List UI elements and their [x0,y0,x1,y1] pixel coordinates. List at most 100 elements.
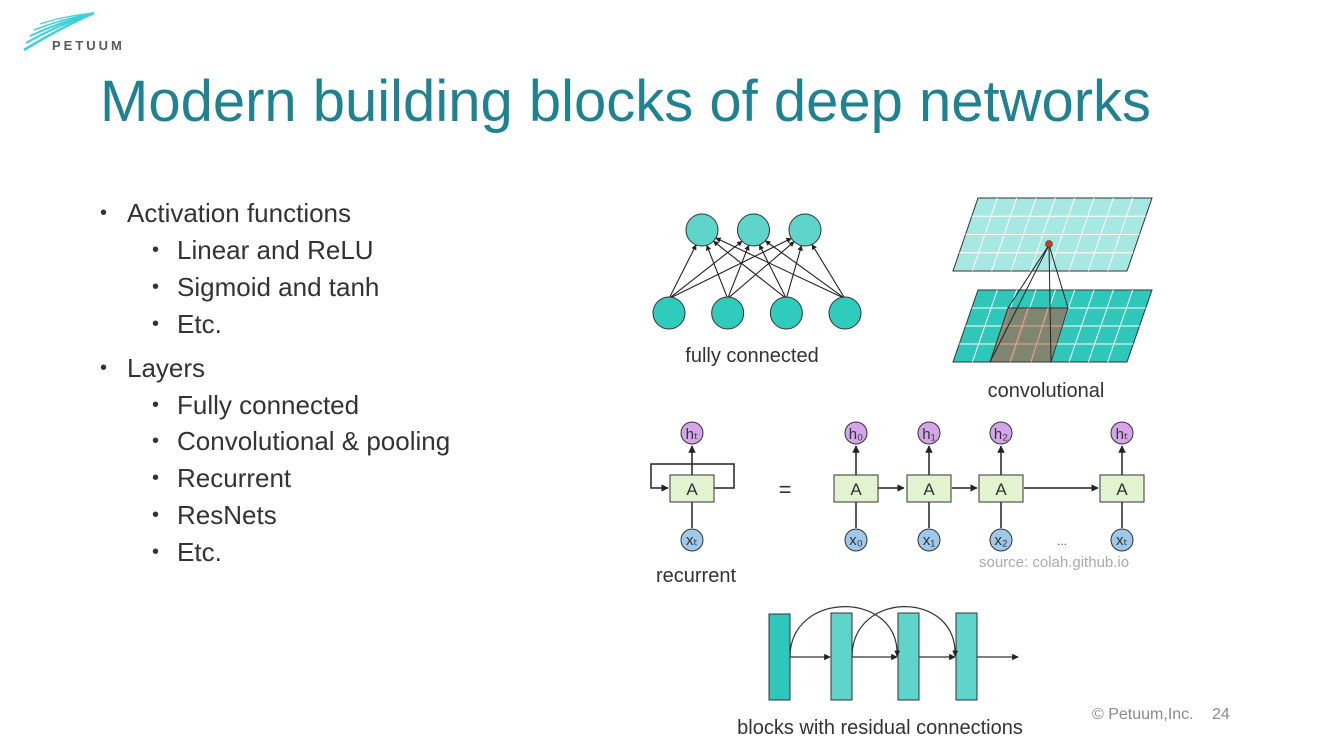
sub-bullet-label: Recurrent [177,463,292,493]
fc-connection [712,240,787,300]
fc-output-node [685,213,719,247]
grid-line [1068,197,1095,272]
grid-line [991,197,1018,272]
fc-connection [727,241,795,300]
page-number: 24 [1212,706,1230,723]
fc-connection [811,243,846,299]
sub-bullet-label: Etc. [177,537,222,567]
rnn-cell-label: A [686,480,698,499]
bullet-dot: • [152,313,160,335]
source-credit: source: colah.github.io [979,554,1129,571]
residual-block [768,613,791,701]
bullet-dot: • [100,357,108,379]
h-node-label: hₜ [1116,426,1129,443]
grid-line [1010,197,1037,272]
unrolled-step: A h₀ x₀ [833,421,879,552]
fc-connection [764,240,846,300]
rnn-cell [906,474,952,503]
rnn-cell [669,474,715,503]
fc-connection [668,244,697,299]
fc-input-node [711,296,745,330]
skip-connection-arrow [851,606,959,658]
x-node [844,528,868,552]
fc-output-node [737,213,770,247]
grid-line [1068,289,1095,363]
fc-output-node [788,213,822,247]
residual-block [955,612,978,701]
receptive-field-grid [997,307,1062,363]
convolutional-caption: convolutional [988,380,1105,402]
rnn-cell-label: A [850,480,862,499]
h-node [844,421,868,445]
bullet-dot: • [152,394,160,416]
recurrent-rolled-diagram: A hₜ xₜ [650,421,735,552]
unrolled-step: A h₁ x₁ [906,421,952,552]
residual-caption: blocks with residual connections [737,717,1023,739]
fc-input-node [652,296,686,330]
fc-connection [705,244,729,299]
fc-connection [727,244,750,299]
h-node-label: h₁ [922,426,935,443]
rnn-cell-label: A [923,480,935,499]
fc-connection [715,237,846,300]
fc-connection [785,245,803,299]
grid-line [971,197,998,272]
sub-bullet-label: ResNets [177,500,277,530]
grid-line [1107,197,1134,272]
equals-sign: = [779,477,792,502]
residual-block [897,612,920,701]
fc-input-node [828,296,862,330]
unrolled-step: A hₜ xₜ [1099,421,1145,552]
sub-bullet-label: Convolutional & pooling [177,426,451,456]
logo-swoosh-icon [23,11,95,52]
grid-line [1049,197,1076,272]
sub-bullet-label: Fully connected [177,390,360,420]
x-node-label: xₜ [1116,532,1128,549]
bullet-label: Activation functions [127,198,352,228]
x-node [1110,528,1134,552]
rnn-cell [1099,474,1145,503]
unrolled-step: A h₂ x₂ [978,421,1024,552]
x-node-label: x₁ [923,532,936,549]
h-node [989,421,1013,445]
output-neuron [1045,240,1053,248]
bullet-dot: • [152,504,160,526]
h-node-label: hₜ [686,426,699,443]
skip-connection-arrow [789,606,901,658]
bullet-dot: • [152,276,160,298]
copyright: © Petuum,Inc. [1092,706,1194,723]
fc-connection [668,237,792,300]
x-node-label: x₂ [994,532,1008,549]
x-node-label: x₀ [849,532,863,549]
rnn-cell-label: A [995,480,1007,499]
projection-lines [989,244,1069,363]
sub-bullet-label: Linear and ReLU [177,235,374,265]
x-node [680,528,704,552]
residual-diagram [768,606,1019,701]
grid-line [1087,289,1114,363]
bullet-dot: • [100,202,108,224]
bullet-dot: • [152,239,160,261]
h-node [1110,421,1134,445]
slide-title: Modern building blocks of deep networks [100,69,1152,134]
bullet-dot: • [152,541,160,563]
h-node-label: h₂ [994,426,1008,443]
convolutional-diagram [952,197,1153,363]
grid-line [1029,197,1056,272]
bullet-label: Layers [127,353,206,383]
rnn-cell [833,474,879,503]
x-node-label: xₜ [686,532,698,549]
grid-line [1107,289,1134,363]
grid-line [971,289,998,363]
fc-input-node [769,296,803,330]
x-node [917,528,941,552]
sub-bullet-label: Etc. [177,309,222,339]
fc-connection [758,244,787,299]
logo-text: PETUUM [52,38,125,53]
h-node [917,421,941,445]
ellipsis: ... [1057,534,1067,548]
recurrent-caption: recurrent [656,565,736,587]
h-node [680,421,704,445]
rnn-cell [978,474,1024,503]
